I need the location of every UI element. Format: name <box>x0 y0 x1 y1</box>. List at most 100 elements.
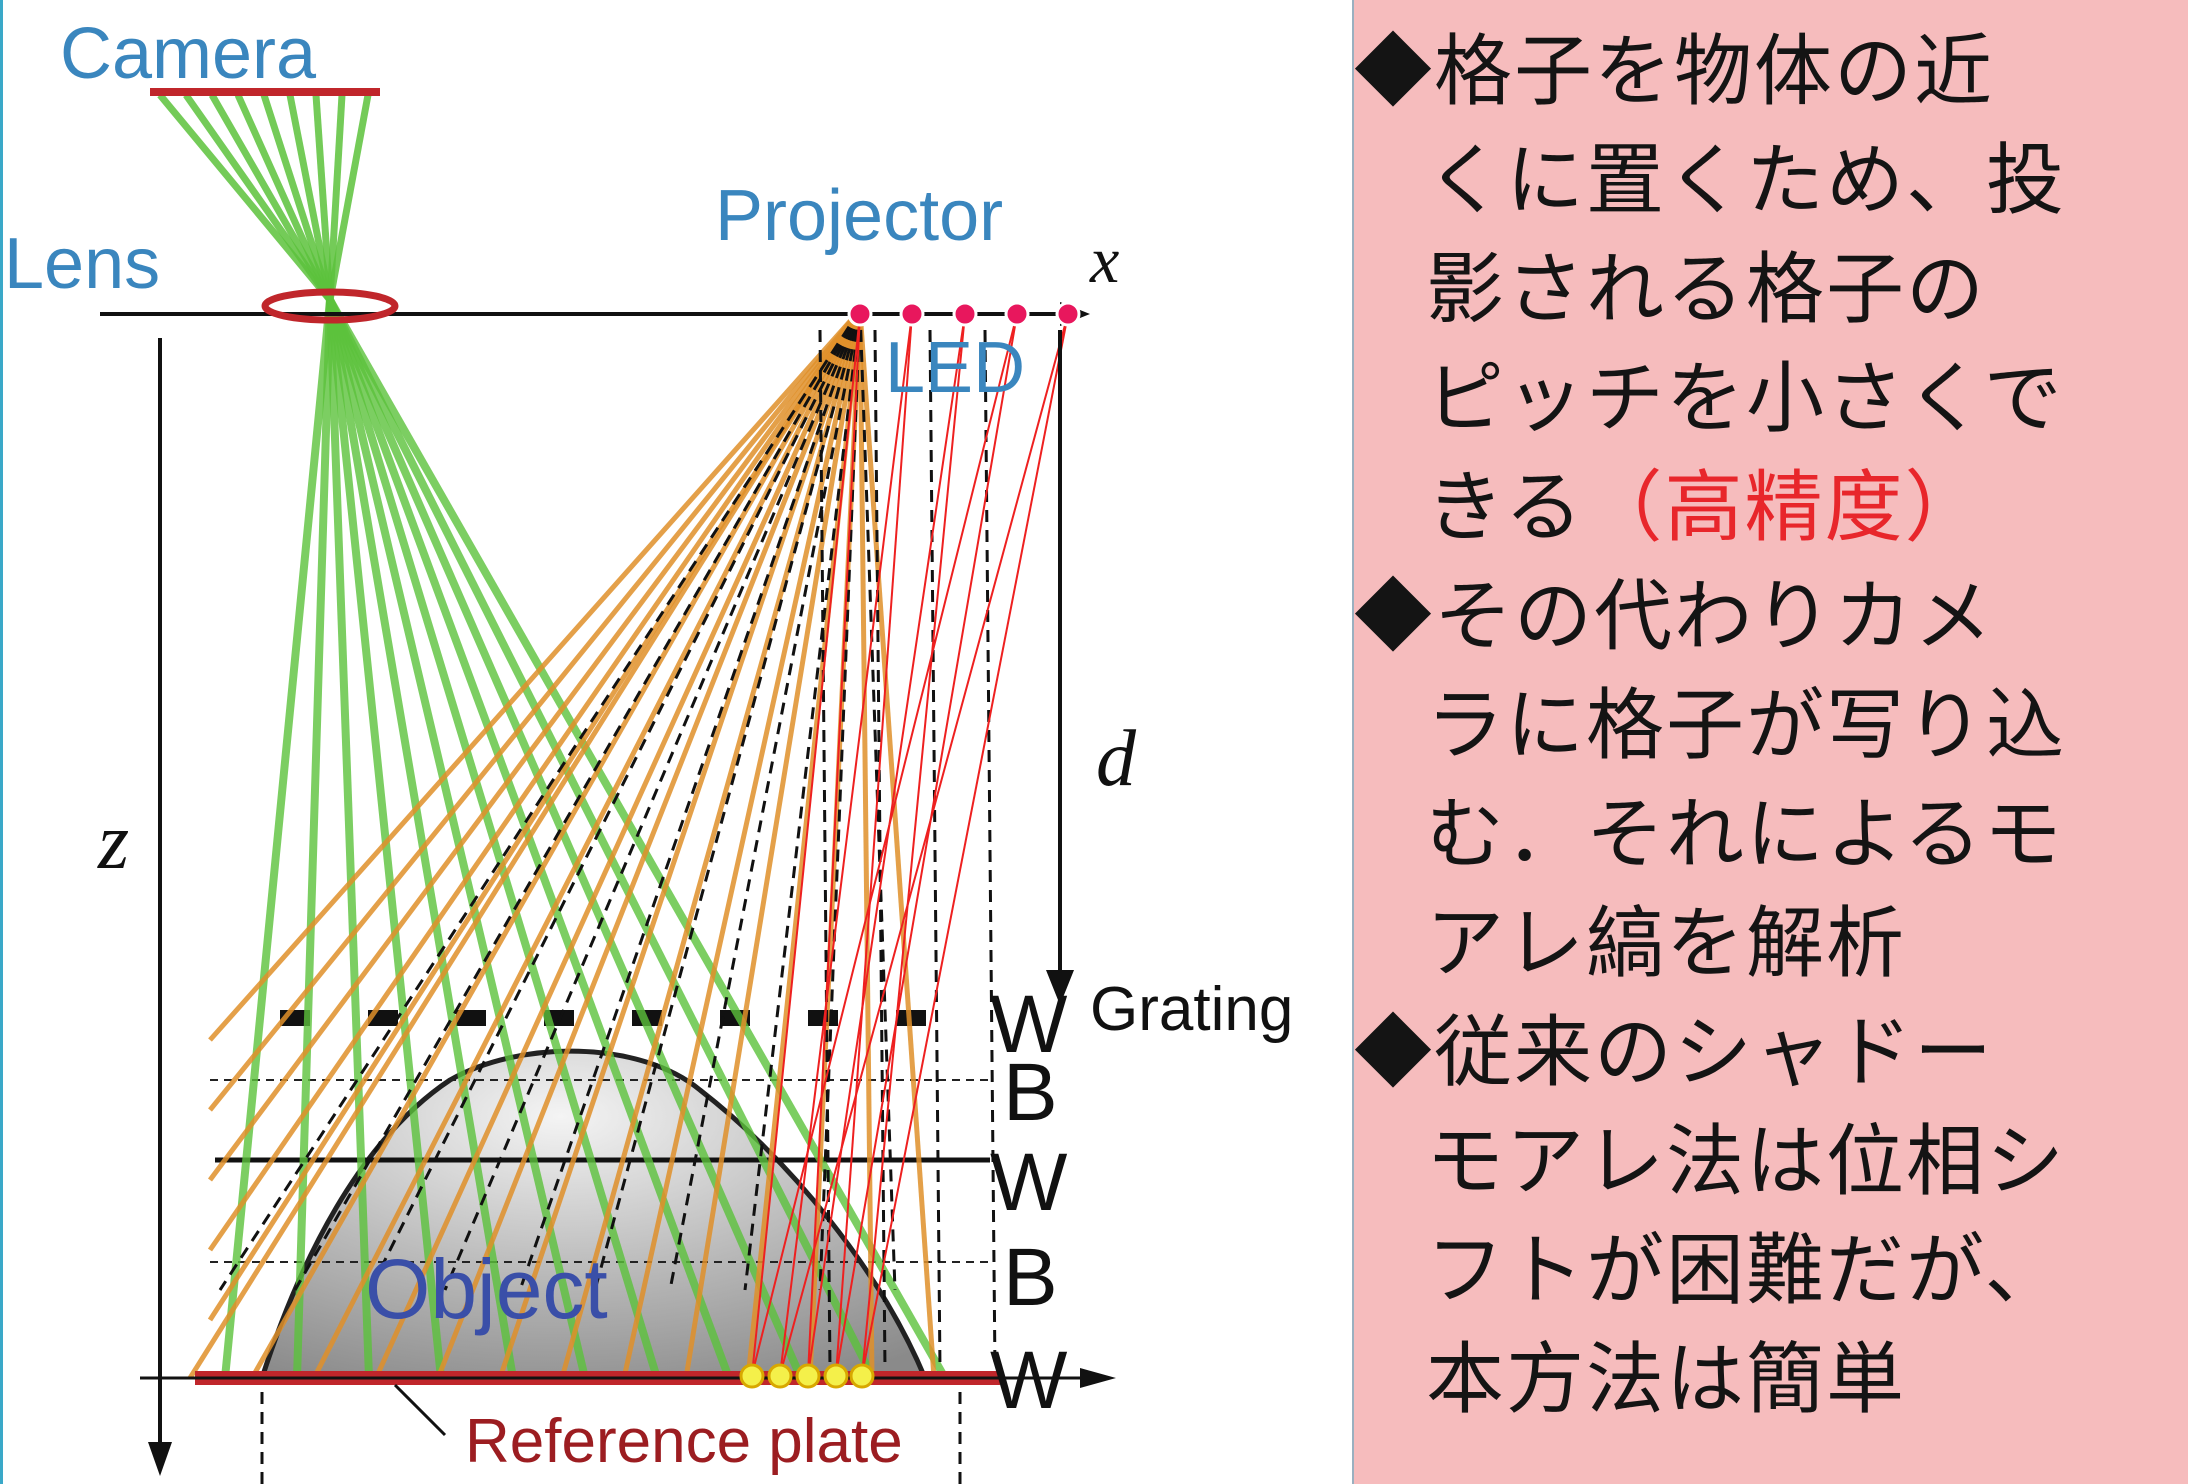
reference-plate-label: Reference plate <box>465 1407 903 1476</box>
camera-ray <box>286 94 334 301</box>
fringe-level-label: W <box>990 979 1068 1070</box>
shadow-ray <box>668 309 862 1291</box>
camera-ray <box>326 94 346 301</box>
led-ray <box>751 313 861 1376</box>
led-point <box>847 301 873 327</box>
z-axis-arrow <box>148 1442 172 1476</box>
camera-ray <box>326 299 373 1379</box>
fringe-level-labels: W B W B W <box>990 979 1068 1426</box>
paragraph-line: ラに格子が写り込 <box>1426 681 2067 771</box>
fringe-level-label: W <box>990 1335 1068 1426</box>
plate-point <box>795 1363 821 1389</box>
paragraph-line: ピッチを小さくで <box>1426 354 2064 444</box>
high-precision-note: （高精度） <box>1584 463 1985 553</box>
camera-ray <box>234 93 334 302</box>
shadow-ray <box>368 309 862 1291</box>
shadow-ray <box>743 309 862 1291</box>
paragraph-precision: ◆格子を物体の近 くに置くため、投 影される格子の ピッチを小さくで きる（高精… <box>1354 18 2184 563</box>
plate-point <box>767 1363 793 1389</box>
paragraph-line: 影される格子の <box>1426 245 1987 335</box>
projector-label: Projector <box>715 176 1003 256</box>
d-arrow-head <box>1046 970 1074 1005</box>
shadow-ray <box>218 309 862 1291</box>
camera-ray <box>326 299 589 1379</box>
shadow-ray <box>443 309 862 1291</box>
shadow-ray <box>928 329 942 1371</box>
projector-ray <box>208 308 862 1112</box>
projector-ray <box>857 309 875 1379</box>
shadow-moire-diagram: Camera Lens Projector LED x z d Grating … <box>4 14 1293 1484</box>
projector-ray <box>207 308 863 1182</box>
led-point <box>952 301 978 327</box>
projector-ray <box>683 309 863 1379</box>
projector-ray <box>497 309 863 1379</box>
led-rays <box>751 313 1069 1376</box>
d-label: d <box>1096 715 1137 803</box>
paragraph-moire-analysis: ◆その代わりカメ ラに格子が写り込 む．それによるモ アレ縞を解析 <box>1354 563 2184 999</box>
camera-ray <box>326 298 949 1380</box>
paragraph-phase-shift: ◆従来のシャドー モアレ法は位相シ フトが困難だが、 本方法は簡単 <box>1354 999 2184 1435</box>
shadow-ray <box>818 309 862 1291</box>
led-ray <box>779 313 1069 1376</box>
paragraph-text: きる <box>1426 463 1585 553</box>
paragraph-line: ◆その代わりカメ <box>1354 572 1995 662</box>
paragraph-line: フトが困難だが、 <box>1426 1226 2065 1316</box>
led-ray <box>835 313 913 1376</box>
fringe-level-label: W <box>990 1137 1068 1228</box>
led-points <box>847 301 1081 327</box>
plate-point <box>849 1363 875 1389</box>
explanation-panel: ◆格子を物体の近 くに置くため、投 影される格子の ピッチを小さくで きる（高精… <box>1352 0 2188 1484</box>
led-ray <box>751 313 1018 1376</box>
reference-plate-leader <box>393 1383 447 1437</box>
paragraph-line: ◆従来のシャドー <box>1354 1008 1995 1098</box>
led-ray <box>861 313 966 1376</box>
projector-rays <box>187 308 937 1380</box>
paragraph-line: 本方法は簡単 <box>1426 1335 1907 1425</box>
fringe-level-label: B <box>1003 1047 1058 1138</box>
plate-points <box>739 1363 875 1389</box>
z-axis-label: z <box>97 798 129 886</box>
led-label: LED <box>885 328 1025 408</box>
camera-label: Camera <box>60 14 317 94</box>
paragraph-line: ◆格子を物体の近 <box>1354 27 1995 117</box>
paragraph-line: くに置くため、投 <box>1426 136 2067 226</box>
led-point <box>1055 301 1081 327</box>
led-ray <box>807 313 966 1376</box>
camera-ray <box>208 93 334 302</box>
camera-ray <box>326 298 877 1380</box>
x-axis-label: x <box>1089 224 1119 297</box>
led-ray <box>835 313 1018 1376</box>
plate-point <box>739 1363 765 1389</box>
led-ray <box>807 313 861 1376</box>
projector-ray <box>373 308 863 1380</box>
camera-ray <box>326 298 805 1380</box>
shadow-ray <box>873 329 887 1371</box>
camera-ray <box>326 299 445 1379</box>
shadow-ray <box>983 329 997 1371</box>
shadow-ray <box>293 309 862 1291</box>
camera-ray <box>221 299 334 1379</box>
led-ray <box>861 313 1069 1376</box>
led-point <box>1004 301 1030 327</box>
paragraph-line: きる（高精度） <box>1354 454 2184 563</box>
camera-ray <box>326 94 372 301</box>
plate-point <box>823 1363 849 1389</box>
led-point <box>899 301 925 327</box>
camera-ray <box>157 92 333 303</box>
paragraph-line: む．それによるモ <box>1426 790 2064 880</box>
paragraph-line: アレ縞を解析 <box>1426 899 1907 989</box>
fringe-level-label: B <box>1003 1232 1058 1323</box>
led-ray <box>779 313 913 1376</box>
grating-label: Grating <box>1090 975 1293 1044</box>
projector-ray <box>208 308 862 1042</box>
camera-ray <box>260 93 334 302</box>
projector-ray <box>435 309 863 1379</box>
projector-ray <box>207 308 863 1252</box>
shadow-ray <box>593 309 862 1291</box>
projector-ray <box>857 309 937 1379</box>
object-label: Object <box>365 1242 608 1336</box>
camera-ray <box>312 94 334 301</box>
camera-ray <box>183 92 333 303</box>
projector-ray <box>311 308 863 1380</box>
